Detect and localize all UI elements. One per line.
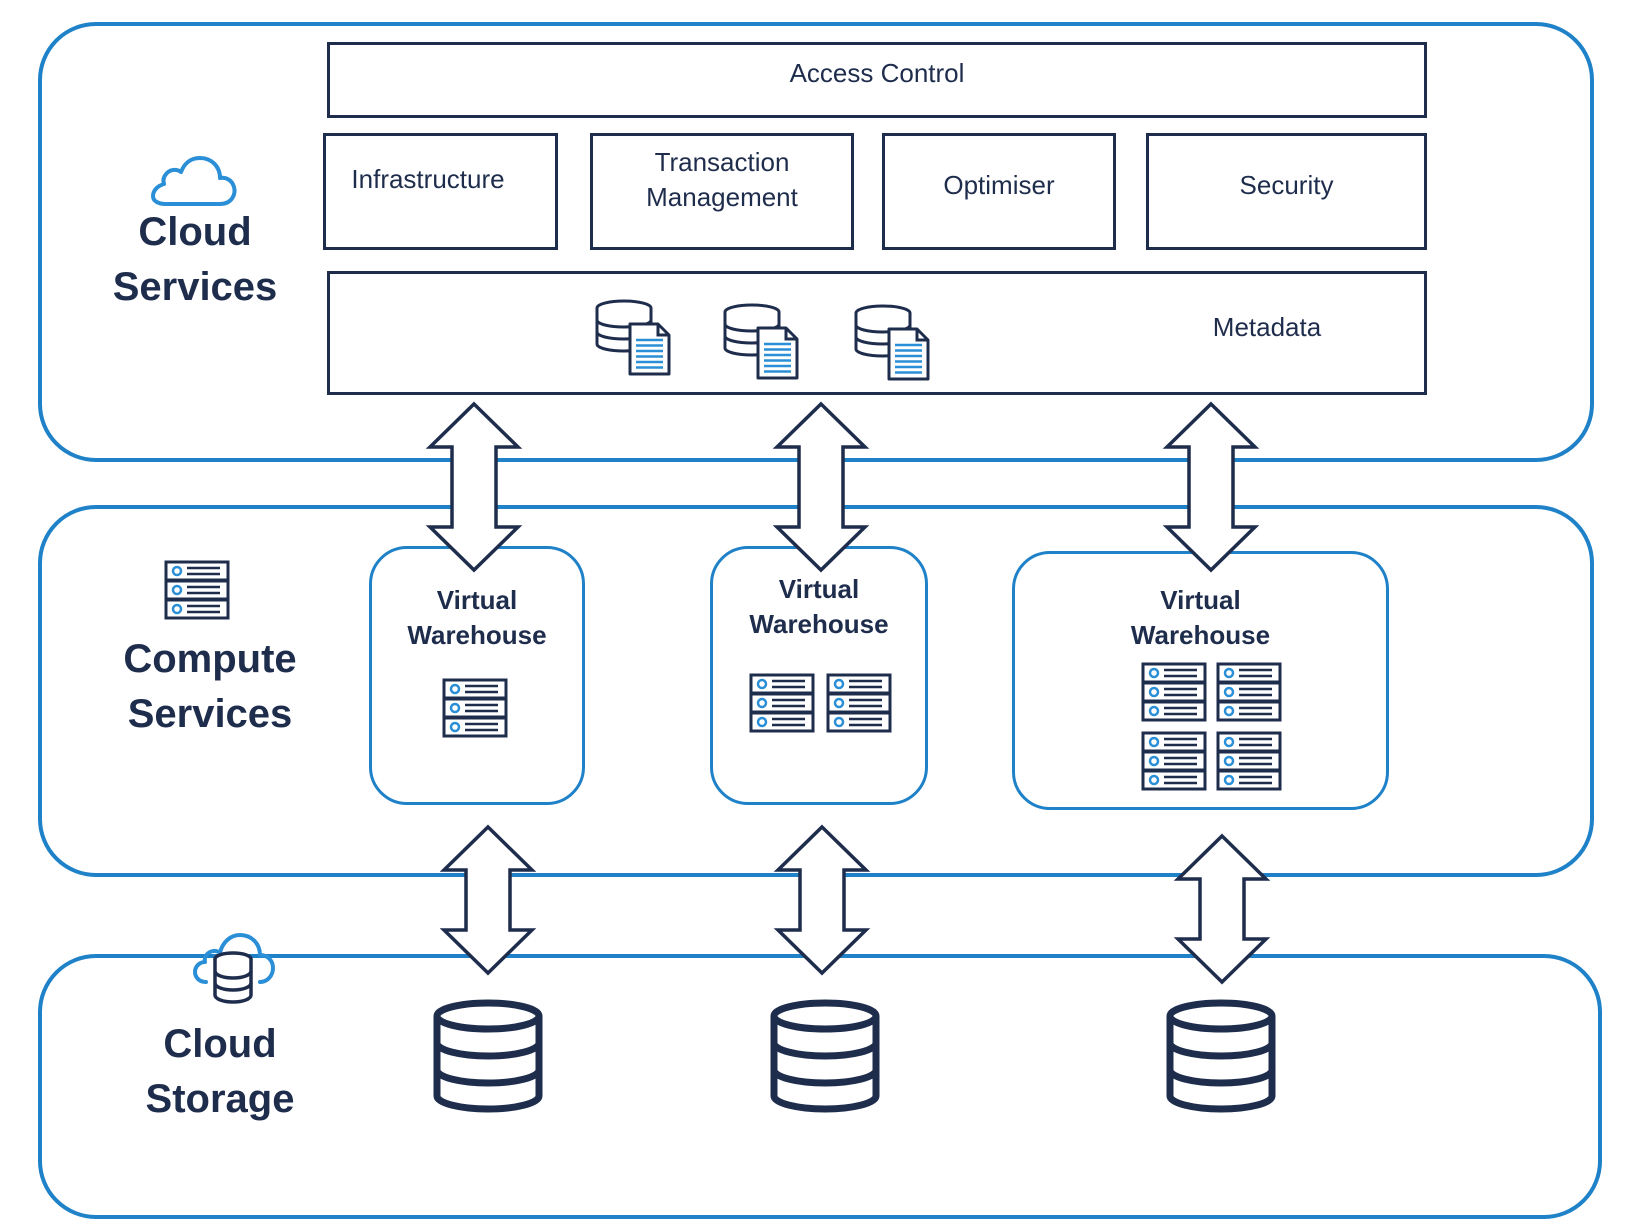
cloud-services-title-line2: Services (112, 265, 278, 309)
double-arrow-icon (1173, 833, 1271, 985)
database-document-icon (595, 299, 671, 376)
cloud-icon (151, 156, 237, 206)
server-rack-icon (164, 560, 230, 620)
double-arrow-icon (439, 824, 537, 976)
access-control-box: Access Control (327, 42, 1427, 118)
virtual-warehouse-1-title-line2: Warehouse (407, 620, 547, 650)
cloud-storage-title-line1: Cloud (163, 1022, 277, 1066)
optimiser-label: Optimiser (943, 170, 1055, 200)
server-rack-icon (1141, 731, 1207, 791)
transaction-management-label-line1: Transaction (654, 147, 790, 177)
server-rack-icon (1141, 662, 1207, 722)
server-rack-icon (749, 673, 815, 733)
database-icon (433, 999, 543, 1113)
cloud-database-icon (193, 933, 275, 1004)
database-document-icon (854, 304, 930, 381)
cloud-storage-title-line2: Storage (145, 1077, 295, 1121)
infrastructure-box: Infrastructure (323, 133, 558, 250)
infrastructure-label: Infrastructure (351, 164, 505, 194)
database-document-icon (723, 303, 799, 380)
transaction-management-box: Transaction Management (590, 133, 854, 250)
server-rack-icon (1216, 662, 1282, 722)
transaction-management-label-line2: Management (646, 182, 798, 212)
optimiser-box: Optimiser (882, 133, 1116, 250)
double-arrow-icon (1162, 401, 1260, 573)
compute-services-title-line2: Services (127, 692, 293, 736)
compute-services-title-line1: Compute (123, 637, 297, 681)
virtual-warehouse-2: Virtual Warehouse (710, 546, 928, 805)
server-rack-icon (826, 673, 892, 733)
cloud-services-title-line1: Cloud (138, 210, 252, 254)
metadata-label: Metadata (1212, 312, 1322, 342)
database-icon (770, 999, 880, 1113)
security-box: Security (1146, 133, 1427, 250)
double-arrow-icon (773, 824, 871, 976)
cloud-storage-title: Cloud Storage (110, 1017, 330, 1127)
virtual-warehouse-1: Virtual Warehouse (369, 546, 585, 805)
server-rack-icon (442, 678, 508, 738)
virtual-warehouse-2-title-line2: Warehouse (749, 609, 889, 639)
compute-services-title: Compute Services (95, 632, 325, 742)
double-arrow-icon (772, 401, 870, 573)
server-rack-icon (1216, 731, 1282, 791)
access-control-label: Access Control (789, 58, 965, 88)
virtual-warehouse-3-title-line2: Warehouse (1130, 620, 1271, 650)
security-label: Security (1239, 170, 1334, 200)
database-icon (1166, 999, 1276, 1113)
virtual-warehouse-3-title-line1: Virtual (1160, 585, 1241, 615)
cloud-services-title: Cloud Services (85, 205, 305, 315)
double-arrow-icon (425, 401, 523, 573)
cloud-storage-layer (38, 954, 1602, 1219)
virtual-warehouse-2-title-line1: Virtual (778, 574, 860, 604)
virtual-warehouse-1-title-line1: Virtual (436, 585, 518, 615)
